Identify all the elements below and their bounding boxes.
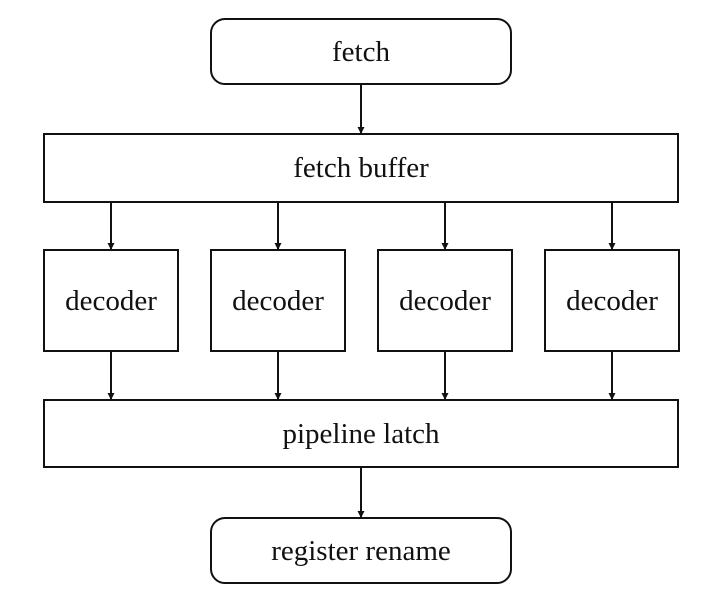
decoder-node-4: decoder (544, 249, 680, 352)
register-rename-node: register rename (210, 517, 512, 584)
decoder-label: decoder (566, 285, 658, 317)
register-rename-label: register rename (271, 535, 451, 567)
decoder-node-1: decoder (43, 249, 179, 352)
decoder-label: decoder (232, 285, 324, 317)
fetch-node: fetch (210, 18, 512, 85)
pipeline-latch-node: pipeline latch (43, 399, 679, 468)
decoder-label: decoder (399, 285, 491, 317)
decoder-label: decoder (65, 285, 157, 317)
fetch-buffer-label: fetch buffer (293, 152, 429, 184)
arrows (107, 84, 616, 518)
fetch-buffer-node: fetch buffer (43, 133, 679, 203)
pipeline-latch-label: pipeline latch (282, 418, 440, 450)
decoder-node-3: decoder (377, 249, 513, 352)
decoder-node-2: decoder (210, 249, 346, 352)
fetch-label: fetch (332, 36, 390, 68)
